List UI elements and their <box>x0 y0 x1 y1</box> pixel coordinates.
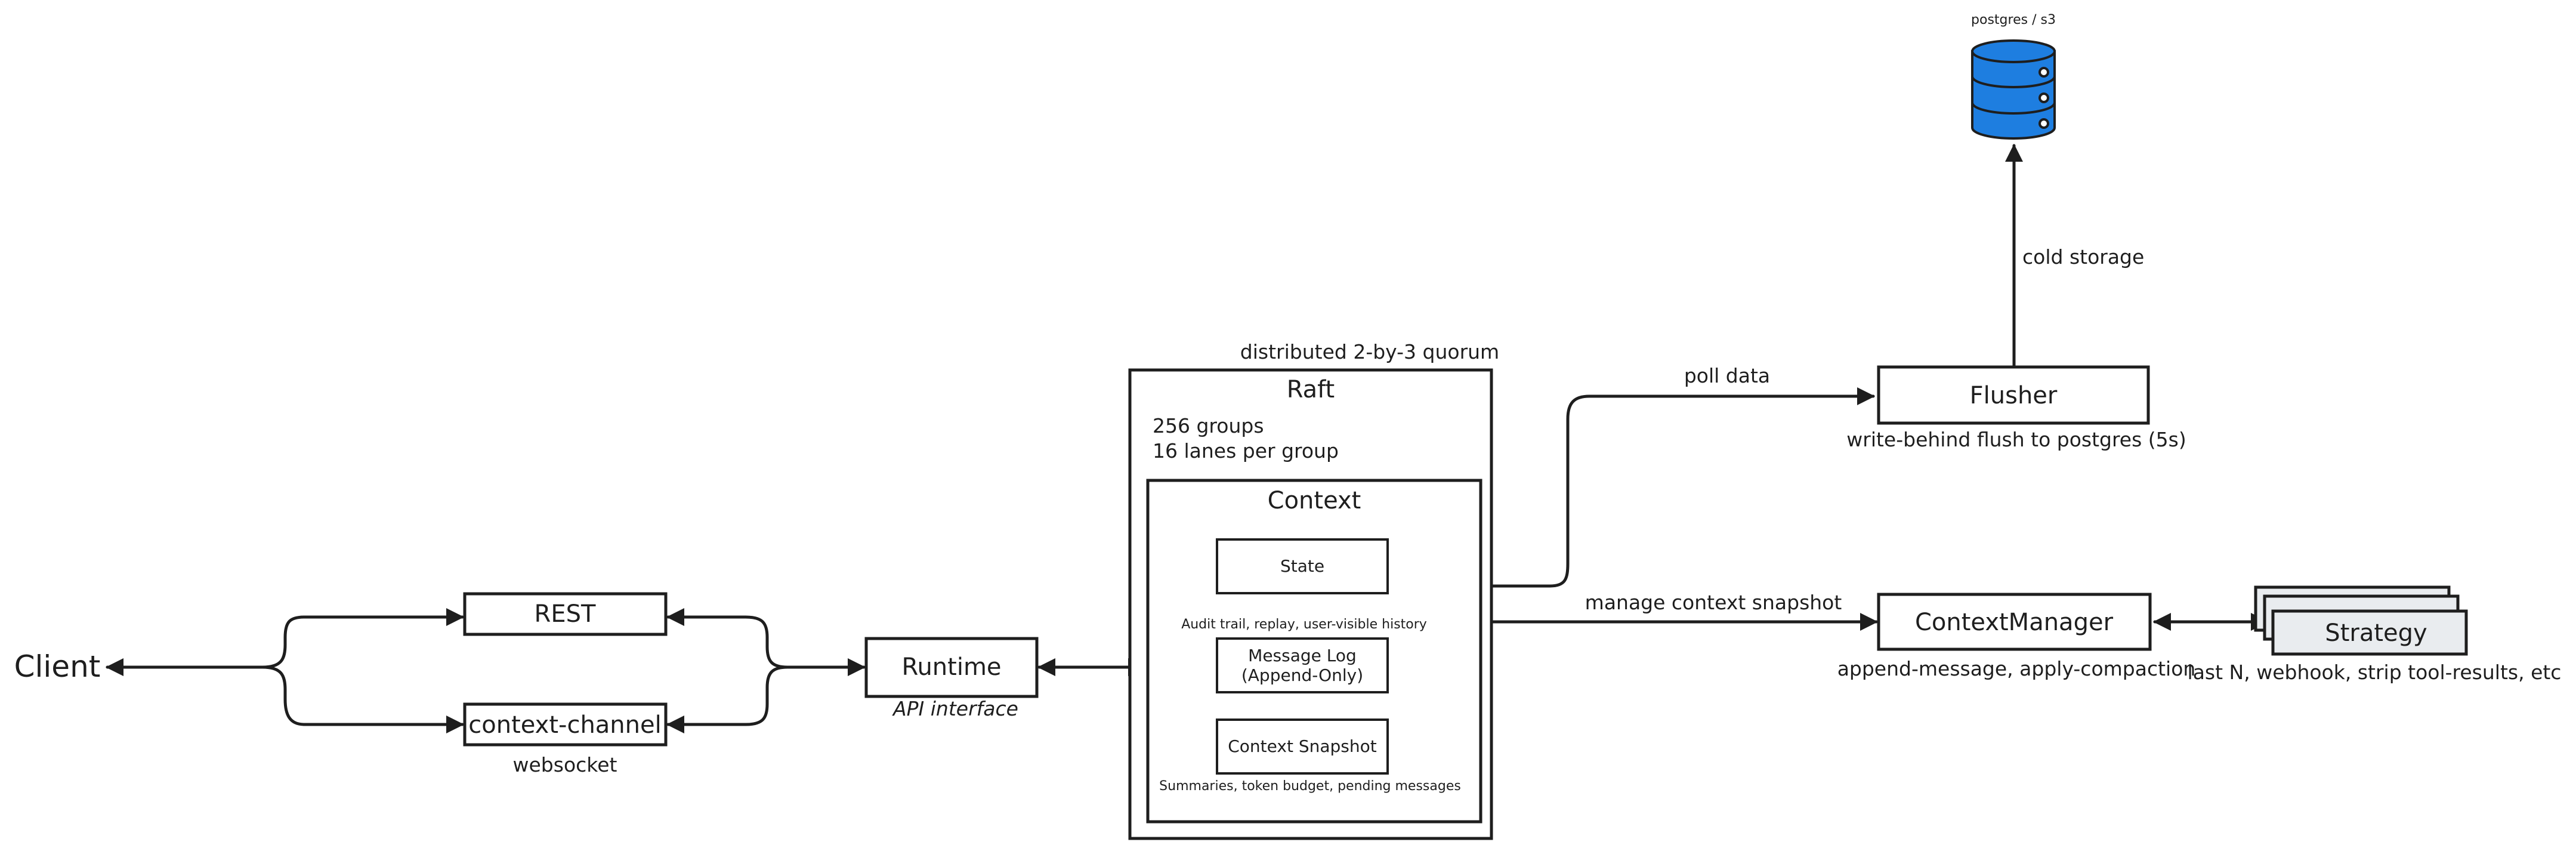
context-snapshot-node: Context Snapshot <box>1216 719 1389 775</box>
edge-label-cold-storage: cold storage <box>2022 245 2144 269</box>
storage-label: postgres / s3 <box>1971 13 2056 27</box>
edge-rest-runtime <box>666 608 866 676</box>
flusher-node: Flusher <box>1877 365 2150 425</box>
contextmanager-node: ContextManager <box>1877 593 2152 651</box>
raft-groups: 256 groups <box>1153 414 1264 437</box>
message-log-line1: Message Log <box>1248 646 1357 665</box>
message-log-caption: Audit trail, replay, user-visible histor… <box>1181 617 1427 632</box>
strategy-caption: last N, webhook, strip tool-results, etc <box>2188 661 2562 684</box>
rest-node: REST <box>463 592 668 636</box>
flusher-label: Flusher <box>1970 382 2058 409</box>
edge-client-rest <box>106 608 464 676</box>
state-node: State <box>1216 538 1389 594</box>
message-log-node: Message Log (Append-Only) <box>1216 637 1389 693</box>
edge-label-poll-data: poll data <box>1684 364 1770 387</box>
edge-context-channel-runtime <box>666 665 789 733</box>
contextmanager-caption: append-message, apply-compaction <box>1837 657 2196 680</box>
context-channel-node: context-channel <box>463 702 668 747</box>
database-icon <box>1971 39 2056 140</box>
contextmanager-label: ContextManager <box>1915 609 2114 636</box>
runtime-label: Runtime <box>901 653 1001 681</box>
raft-annotation: distributed 2-by-3 quorum <box>1240 340 1499 363</box>
edge-context-flusher <box>1485 387 1875 588</box>
message-log-line2: (Append-Only) <box>1241 665 1363 685</box>
context-channel-caption: websocket <box>513 753 617 776</box>
context-label: Context <box>1268 487 1361 514</box>
runtime-caption: API interface <box>892 697 1018 720</box>
client-label: Client <box>14 649 101 684</box>
edge-client-context-channel <box>261 665 464 733</box>
runtime-node: Runtime <box>864 637 1039 698</box>
context-channel-label: context-channel <box>468 711 661 739</box>
raft-label: Raft <box>1287 376 1335 403</box>
context-snapshot-caption: Summaries, token budget, pending message… <box>1159 779 1461 794</box>
strategy-label: Strategy <box>2325 619 2427 647</box>
context-snapshot-label: Context Snapshot <box>1228 736 1377 756</box>
edge-label-manage-context-snapshot: manage context snapshot <box>1585 591 1842 614</box>
state-label: State <box>1280 556 1324 576</box>
flusher-caption: write-behind flush to postgres (5s) <box>1846 428 2186 451</box>
raft-lanes: 16 lanes per group <box>1153 439 1339 462</box>
strategy-stack: Strategy <box>2254 585 2468 656</box>
rest-label: REST <box>535 600 596 628</box>
context-container: Context State Audit trail, replay, user-… <box>1146 479 1482 824</box>
